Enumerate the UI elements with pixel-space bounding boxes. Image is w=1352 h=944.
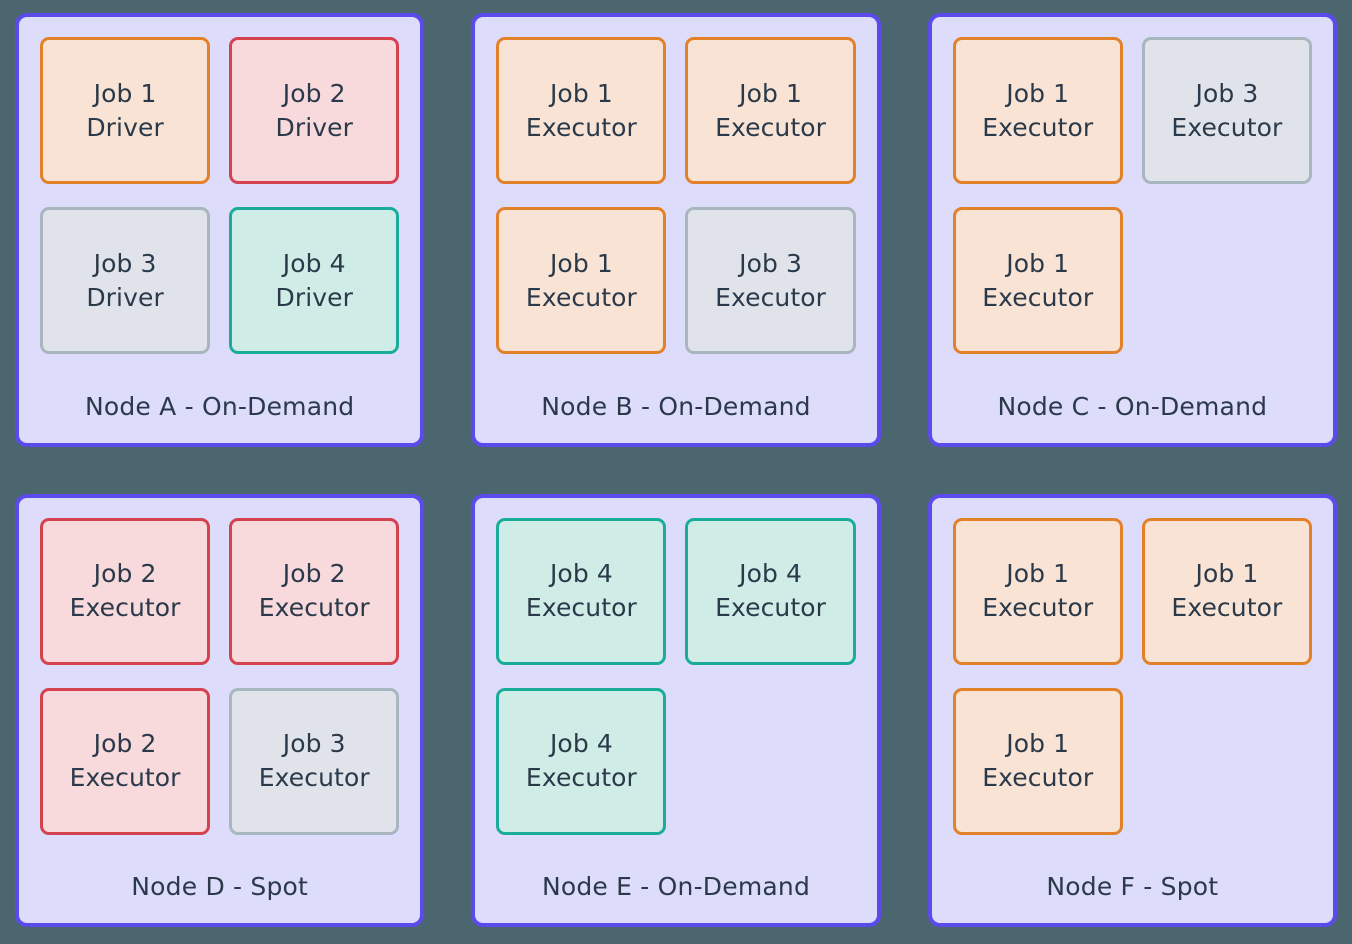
job-name-label: Job 2 [93, 559, 157, 588]
job-role-label: Executor [715, 282, 827, 312]
job-slot[interactable]: Job 1 Driver [40, 37, 211, 184]
job-name-label: Job 2 [282, 559, 346, 588]
job-slot[interactable]: Job 3 Executor [229, 687, 400, 835]
job-name-label: Job 1 [93, 78, 157, 108]
empty-slot [685, 688, 855, 835]
empty-slot [1142, 207, 1312, 354]
job-name-label: Job 1 [739, 78, 803, 108]
node-label: Node A - On-Demand [84, 391, 355, 421]
job-slot[interactable]: Job 3 Executor [685, 207, 856, 354]
job-role-label: Executor [525, 112, 637, 142]
job-slot[interactable]: Job 4 Executor [496, 687, 667, 835]
job-name-label: Job 3 [1195, 78, 1259, 108]
job-name-label: Job 1 [1006, 729, 1070, 758]
job-role-label: Executor [715, 112, 827, 142]
job-role-label: Executor [982, 593, 1094, 622]
job-name-label: Job 4 [549, 729, 613, 758]
job-slot[interactable]: Job 1 Executor [952, 517, 1123, 665]
node-label: Node C - On-Demand [997, 391, 1268, 421]
job-name-label: Job 1 [1006, 78, 1070, 108]
job-role-label: Executor [69, 593, 181, 622]
job-slot[interactable]: Job 1 Executor [496, 37, 667, 184]
job-slot[interactable]: Job 1 Executor [685, 37, 856, 184]
job-role-label: Driver [86, 112, 164, 142]
job-slot[interactable]: Job 4 Driver [229, 207, 400, 354]
job-name-label: Job 4 [282, 248, 346, 278]
job-slot[interactable]: Job 4 Executor [685, 517, 856, 665]
job-role-label: Driver [275, 112, 353, 142]
job-slot[interactable]: Job 1 Executor [496, 207, 667, 354]
empty-slot [1142, 688, 1312, 835]
job-role-label: Executor [525, 763, 637, 792]
node-label: Node D - Spot [131, 872, 309, 901]
job-name-label: Job 1 [549, 78, 613, 108]
node-label: Node E - On-Demand [541, 872, 811, 901]
job-name-label: Job 1 [1195, 559, 1259, 588]
job-name-label: Job 2 [282, 78, 346, 108]
job-role-label: Executor [258, 763, 370, 792]
job-slot[interactable]: Job 2 Executor [40, 517, 211, 665]
job-name-label: Job 1 [1006, 248, 1070, 278]
job-name-label: Job 4 [549, 559, 613, 588]
job-slot[interactable]: Job 2 Executor [40, 687, 211, 835]
job-role-label: Executor [69, 763, 181, 792]
job-slot[interactable]: Job 2 Driver [229, 37, 400, 184]
job-name-label: Job 1 [1006, 559, 1070, 588]
job-role-label: Executor [525, 593, 637, 622]
job-slot[interactable]: Job 1 Executor [952, 37, 1123, 184]
node-label: Node F - Spot [1046, 872, 1219, 901]
job-role-label: Executor [982, 282, 1094, 312]
job-role-label: Executor [525, 282, 637, 312]
job-role-label: Executor [982, 763, 1094, 792]
job-slot[interactable]: Job 1 Executor [952, 207, 1123, 354]
job-name-label: Job 3 [282, 729, 346, 758]
job-role-label: Driver [275, 282, 353, 312]
job-slot[interactable]: Job 3 Driver [40, 207, 211, 354]
job-slot[interactable]: Job 1 Executor [952, 687, 1123, 835]
job-name-label: Job 4 [739, 559, 803, 588]
job-role-label: Executor [258, 593, 370, 622]
job-name-label: Job 3 [93, 248, 157, 278]
job-name-label: Job 1 [549, 248, 613, 278]
job-slot[interactable]: Job 3 Executor [1141, 37, 1312, 184]
job-name-label: Job 3 [739, 248, 803, 278]
job-slot[interactable]: Job 4 Executor [496, 517, 667, 665]
job-role-label: Executor [715, 593, 827, 622]
job-role-label: Executor [982, 112, 1094, 142]
job-role-label: Driver [86, 282, 164, 312]
job-slot[interactable]: Job 2 Executor [229, 517, 400, 665]
job-role-label: Executor [1171, 593, 1283, 622]
job-slot[interactable]: Job 1 Executor [1141, 517, 1312, 665]
job-role-label: Executor [1171, 112, 1283, 142]
node-label: Node B - On-Demand [541, 391, 811, 421]
job-name-label: Job 2 [93, 729, 157, 758]
